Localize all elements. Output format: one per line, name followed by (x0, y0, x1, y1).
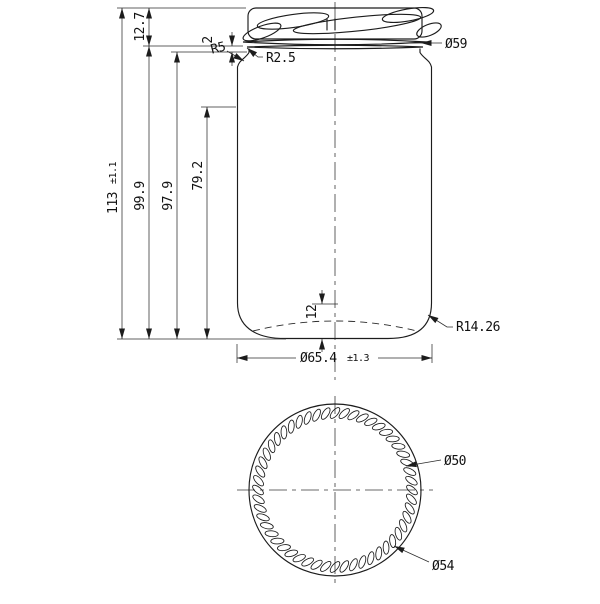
dim-overall-height: 113 (106, 192, 121, 214)
dim-bead-band: 2 (201, 36, 216, 43)
radius-shoulder-label: R5 (209, 40, 227, 58)
dim-overall-height-tolerance: ±1.1 (108, 161, 119, 184)
bottom-view: Ø50 Ø54 (237, 396, 466, 586)
dim-cylinder-height: 79.2 (191, 161, 206, 190)
dim-height-to-shoulder: 97.9 (161, 181, 176, 210)
radius-neck-label: R2.5 (266, 51, 295, 66)
thread-serration-ring (252, 407, 418, 573)
neck-outer-circle (248, 403, 422, 577)
dia-body-label: Ø65.4 (300, 351, 337, 366)
dia-body-tolerance: ±1.3 (347, 353, 370, 364)
dim-height-to-bead: 99.9 (133, 181, 148, 210)
front-view: 12.7 2 R5 R2.5 Ø59 113 ±1.1 99.9 97.9 79… (106, 2, 500, 380)
bottom-view-leaders (393, 459, 442, 563)
dia-thread-inner-label: Ø50 (444, 454, 466, 469)
radius-heel-label: R14.26 (456, 320, 500, 335)
dim-cap-height: 12.7 (133, 12, 148, 41)
thread-band (242, 6, 442, 42)
jar-body-outline (236, 48, 433, 340)
base-pushup-dashed (252, 320, 418, 332)
dia-thread-outer-label: Ø54 (432, 559, 455, 574)
dia-neck-label: Ø59 (445, 37, 467, 52)
dim-heel-height: 12 (305, 305, 320, 320)
